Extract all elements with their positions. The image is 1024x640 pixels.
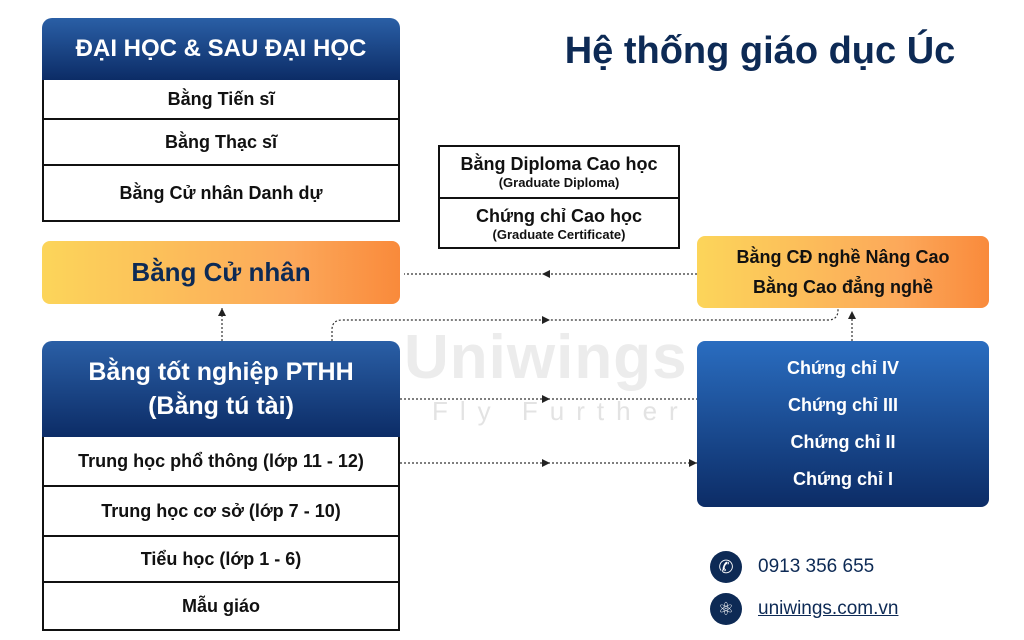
kindergarten-row: Mẫu giáo (42, 583, 400, 631)
contact-website[interactable]: ⚛ uniwings.com.vn (710, 593, 898, 625)
graduate-box: Bằng Diploma Cao học (Graduate Diploma) … (438, 145, 680, 249)
page-title: Hệ thống giáo dục Úc (564, 30, 956, 72)
high-school-header-line2: (Bằng tú tài) (148, 392, 294, 420)
vocational-diploma-box: Bằng CĐ nghề Nâng Cao Bằng Cao đẳng nghề (697, 236, 989, 308)
junior-secondary-row: Trung học cơ sở (lớp 7 - 10) (42, 487, 400, 537)
arrowhead (542, 270, 550, 278)
certificate-ii: Chứng chỉ II (790, 432, 896, 452)
high-school-header: Bằng tốt nghiệp PTHH (Bằng tú tài) (42, 341, 400, 437)
arrowhead (689, 459, 697, 467)
senior-secondary-row: Trung học phổ thông (lớp 11 - 12) (42, 437, 400, 487)
phone-icon: ✆ (710, 551, 742, 583)
graduate-certificate-en: (Graduate Certificate) (492, 227, 626, 242)
bachelor-box: Bằng Cử nhân (42, 241, 400, 304)
phd-row: Bằng Tiến sĩ (42, 80, 400, 120)
graduate-certificate-cell: Chứng chỉ Cao học (Graduate Certificate) (440, 197, 678, 249)
website-link[interactable]: uniwings.com.vn (758, 598, 899, 619)
certificate-iv: Chứng chỉ IV (786, 358, 900, 378)
watermark-name: Uniwings (404, 323, 688, 392)
vocational-certificates-box: Chứng chỉ IV Chứng chỉ III Chứng chỉ II … (697, 341, 989, 507)
arrowhead (542, 459, 550, 467)
arrowhead (542, 316, 550, 324)
masters-row: Bằng Thạc sĩ (42, 120, 400, 166)
graduate-diploma-cell: Bằng Diploma Cao học (Graduate Diploma) (440, 147, 678, 197)
high-school-header-line1: Bằng tốt nghiệp PTHH (88, 358, 354, 386)
contact-phone: ✆ 0913 356 655 (710, 551, 874, 583)
watermark-tagline: Fly Further (432, 396, 690, 426)
vocational-diploma-label: Bằng Cao đẳng nghề (753, 276, 933, 297)
advanced-diploma-label: Bằng CĐ nghề Nâng Cao (736, 246, 950, 267)
graduate-diploma-en: (Graduate Diploma) (498, 175, 620, 190)
graduate-diploma: Bằng Diploma Cao học (460, 154, 658, 174)
primary-row: Tiểu học (lớp 1 - 6) (42, 537, 400, 583)
graduate-certificate: Chứng chỉ Cao học (475, 206, 643, 226)
arrowhead (218, 308, 226, 316)
arrowhead (542, 395, 550, 403)
phone-number: 0913 356 655 (758, 556, 875, 577)
arrowhead (848, 311, 856, 319)
university-header: ĐẠI HỌC & SAU ĐẠI HỌC (42, 18, 400, 80)
arrow-hs-to-voc-diploma (331, 308, 839, 341)
certificate-i: Chứng chỉ I (792, 469, 894, 489)
honours-row: Bằng Cử nhân Danh dự (42, 166, 400, 222)
globe-icon: ⚛ (710, 593, 742, 625)
certificate-iii: Chứng chỉ III (787, 395, 899, 415)
